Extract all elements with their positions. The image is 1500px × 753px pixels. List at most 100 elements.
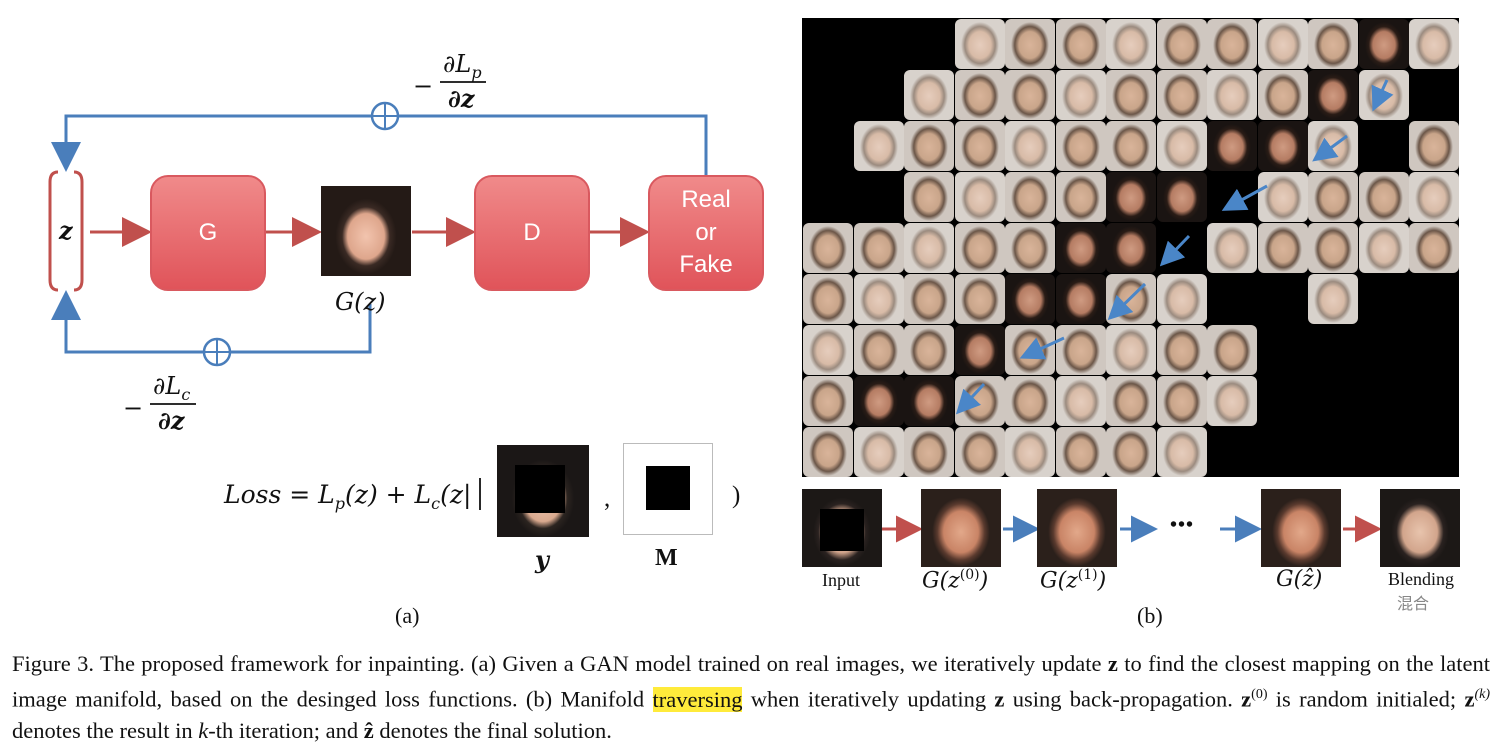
latent-face-thumbnail [1156, 19, 1207, 69]
latent-face-thumbnail [904, 325, 954, 375]
input-face-image [802, 489, 882, 567]
latent-face-thumbnail [1358, 172, 1409, 222]
discriminator-box: D [474, 175, 590, 291]
latent-face-thumbnail [1308, 172, 1358, 222]
latent-face-thumbnail [1156, 376, 1207, 426]
latent-face-thumbnail [1106, 376, 1156, 426]
latent-face-thumbnail [1156, 325, 1207, 375]
latent-face-thumbnail [904, 376, 954, 426]
ellipsis: ••• [1170, 514, 1195, 536]
latent-face-thumbnail [1005, 376, 1055, 426]
latent-face-thumbnail [853, 223, 904, 273]
latent-face-thumbnail [1106, 223, 1156, 273]
latent-face-thumbnail [1055, 325, 1106, 375]
latent-face-thumbnail [1358, 223, 1409, 273]
latent-face-thumbnail [1005, 427, 1055, 477]
panel-b-label: (b) [1137, 603, 1163, 628]
latent-face-thumbnail [1257, 172, 1308, 222]
latent-face-thumbnail [1358, 19, 1409, 69]
latent-face-thumbnail [1257, 121, 1308, 171]
latent-face-thumbnail [1308, 19, 1358, 69]
framework-diagram [48, 81, 708, 510]
latent-face-thumbnail [1156, 274, 1207, 324]
real-label: Real [681, 186, 731, 214]
highlighted-word: traversing [652, 686, 743, 712]
latent-face-thumbnail [904, 223, 954, 273]
latent-face-thumbnail [1005, 121, 1055, 171]
latent-face-thumbnail [1106, 19, 1156, 69]
latent-face-thumbnail [1257, 19, 1308, 69]
latent-face-thumbnail [853, 121, 904, 171]
latent-face-thumbnail [954, 325, 1005, 375]
latent-face-thumbnail [954, 223, 1005, 273]
gzhat-label: G(ẑ) [1276, 567, 1323, 592]
latent-face-thumbnail [1005, 223, 1055, 273]
masked-input-image [497, 445, 589, 537]
latent-face-thumbnail [1055, 274, 1106, 324]
loss-close-paren: ) [732, 482, 741, 509]
comma-separator: , [604, 485, 611, 512]
latent-face-thumbnail [1055, 172, 1106, 222]
latent-face-thumbnail [1055, 376, 1106, 426]
latent-face-thumbnail [803, 223, 853, 273]
latent-face-thumbnail [1409, 121, 1459, 171]
gzhat-face-image [1261, 489, 1341, 567]
latent-face-thumbnail [1207, 19, 1257, 69]
traversal-arrows [955, 79, 1394, 415]
latent-face-thumbnail [1207, 121, 1257, 171]
latent-face-thumbnail [1106, 70, 1156, 120]
latent-face-thumbnail [1055, 70, 1106, 120]
latent-face-thumbnail [1156, 172, 1207, 222]
blending-label: Blending [1388, 569, 1454, 589]
generated-face-image [321, 186, 411, 276]
panel-a-label: (a) [395, 603, 420, 628]
fake-label: Fake [679, 251, 733, 279]
y-label: y [535, 545, 549, 574]
latent-face-thumbnail [904, 427, 954, 477]
latent-face-thumbnail [803, 274, 853, 324]
latent-face-thumbnail [1005, 19, 1055, 69]
latent-face-thumbnail [803, 427, 853, 477]
blended-face-image [1380, 489, 1460, 567]
latent-face-thumbnail [1207, 70, 1257, 120]
latent-face-thumbnail [954, 172, 1005, 222]
latent-face-thumbnail [904, 172, 954, 222]
latent-face-thumbnail [1055, 121, 1106, 171]
latent-face-thumbnail [954, 274, 1005, 324]
progression-arrows [882, 515, 1382, 543]
latent-face-thumbnail [853, 325, 904, 375]
gz-label: G(z) [335, 288, 386, 316]
generator-box: G [150, 175, 266, 291]
latent-face-thumbnail [1106, 325, 1156, 375]
latent-manifold-grid [802, 18, 1459, 477]
latent-face-thumbnail [1106, 172, 1156, 222]
latent-face-thumbnail [1055, 19, 1106, 69]
latent-face-thumbnail [904, 121, 954, 171]
mask-image [623, 443, 713, 535]
m-label: M [655, 545, 678, 571]
latent-face-thumbnail [1005, 70, 1055, 120]
latent-face-thumbnail [1055, 427, 1106, 477]
latent-face-thumbnail [904, 274, 954, 324]
z-bracket-right [73, 170, 84, 292]
latent-face-thumbnail [1156, 70, 1207, 120]
real-or-fake-box: Real or Fake [648, 175, 764, 291]
latent-face-thumbnail [954, 19, 1005, 69]
latent-face-thumbnail [1308, 223, 1358, 273]
latent-face-thumbnail [1257, 70, 1308, 120]
latent-face-thumbnail [1005, 274, 1055, 324]
or-label: or [695, 218, 717, 246]
z-bracket-left [48, 170, 59, 292]
latent-face-thumbnail [1106, 427, 1156, 477]
latent-face-thumbnail [1156, 427, 1207, 477]
loss-formula: Loss = Lp(z) + Lc(z| [224, 480, 472, 513]
latent-face-thumbnail [954, 427, 1005, 477]
latent-face-thumbnail [1308, 70, 1358, 120]
latent-face-thumbnail [1207, 223, 1257, 273]
latent-face-thumbnail [1156, 121, 1207, 171]
latent-face-thumbnail [853, 376, 904, 426]
latent-face-thumbnail [1308, 274, 1358, 324]
latent-face-thumbnail [1106, 121, 1156, 171]
latent-face-thumbnail [1409, 172, 1459, 222]
latent-face-thumbnail [803, 325, 853, 375]
